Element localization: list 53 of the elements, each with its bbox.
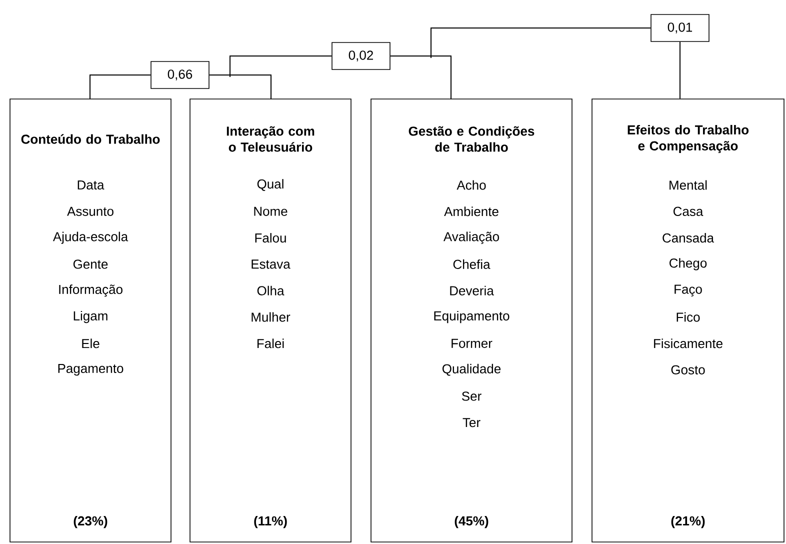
- word-item: Assunto: [67, 206, 114, 216]
- class-heading: Conteúdo do Trabalho: [21, 134, 160, 144]
- word-item: Gosto: [671, 365, 705, 374]
- percentage: (11%): [254, 516, 287, 528]
- value-box: 0,01: [650, 14, 710, 42]
- word-item: Fico: [676, 312, 700, 322]
- word-item: Nome: [254, 206, 288, 216]
- value-box: 0,02: [332, 42, 390, 70]
- connector-line: [208, 74, 272, 100]
- word-item: Ele: [82, 338, 100, 348]
- word-item: Gente: [73, 260, 108, 269]
- word-item: Ser: [462, 392, 482, 401]
- percentage: (21%): [671, 516, 705, 528]
- connector-line: [90, 74, 152, 100]
- word-item: Olha: [257, 286, 284, 296]
- percentage: (45%): [454, 516, 488, 528]
- word-item: Qualidade: [442, 364, 501, 376]
- class-box: [10, 98, 172, 542]
- word-item: Former: [452, 338, 492, 348]
- percentage: (23%): [74, 516, 108, 528]
- word-item: Deveria: [450, 286, 494, 296]
- value-box: 0,66: [150, 61, 210, 89]
- word-item: Chego: [670, 258, 707, 270]
- word-item: Ligam: [74, 310, 108, 324]
- word-item: Informação: [59, 284, 122, 297]
- word-item: Faço: [674, 284, 702, 296]
- class-heading: Efeitos do Trabalho e Compensação: [628, 124, 749, 154]
- class-box: [592, 98, 784, 542]
- word-item: Estava: [252, 260, 290, 269]
- connector-line: [230, 56, 332, 78]
- word-item: Pagamento: [58, 364, 124, 376]
- connector-line: [430, 28, 652, 58]
- word-item: Avaliação: [443, 232, 500, 244]
- word-item: Mulher: [252, 312, 290, 322]
- word-item: Ajuda-escola: [52, 232, 128, 244]
- word-item: Falou: [255, 233, 286, 243]
- word-item: Fisicamente: [654, 338, 722, 348]
- word-item: Qual: [257, 179, 284, 191]
- word-item: Data: [78, 180, 104, 190]
- class-heading: Gestão e Condições de Trabalho: [408, 126, 534, 152]
- class-box: [190, 98, 352, 542]
- class-heading: Interação com o Teleusuário: [226, 126, 314, 152]
- word-item: Chefia: [453, 259, 490, 269]
- word-item: Acho: [456, 180, 486, 190]
- word-item: Equipamento: [434, 310, 510, 324]
- word-item: Mental: [670, 180, 707, 190]
- word-item: Ter: [462, 418, 480, 428]
- word-item: Falei: [257, 338, 284, 348]
- class-box: [370, 98, 572, 542]
- word-item: Casa: [674, 206, 704, 216]
- word-item: Cansada: [662, 233, 714, 243]
- word-item: Ambiente: [444, 206, 498, 216]
- connector-line: [390, 56, 452, 100]
